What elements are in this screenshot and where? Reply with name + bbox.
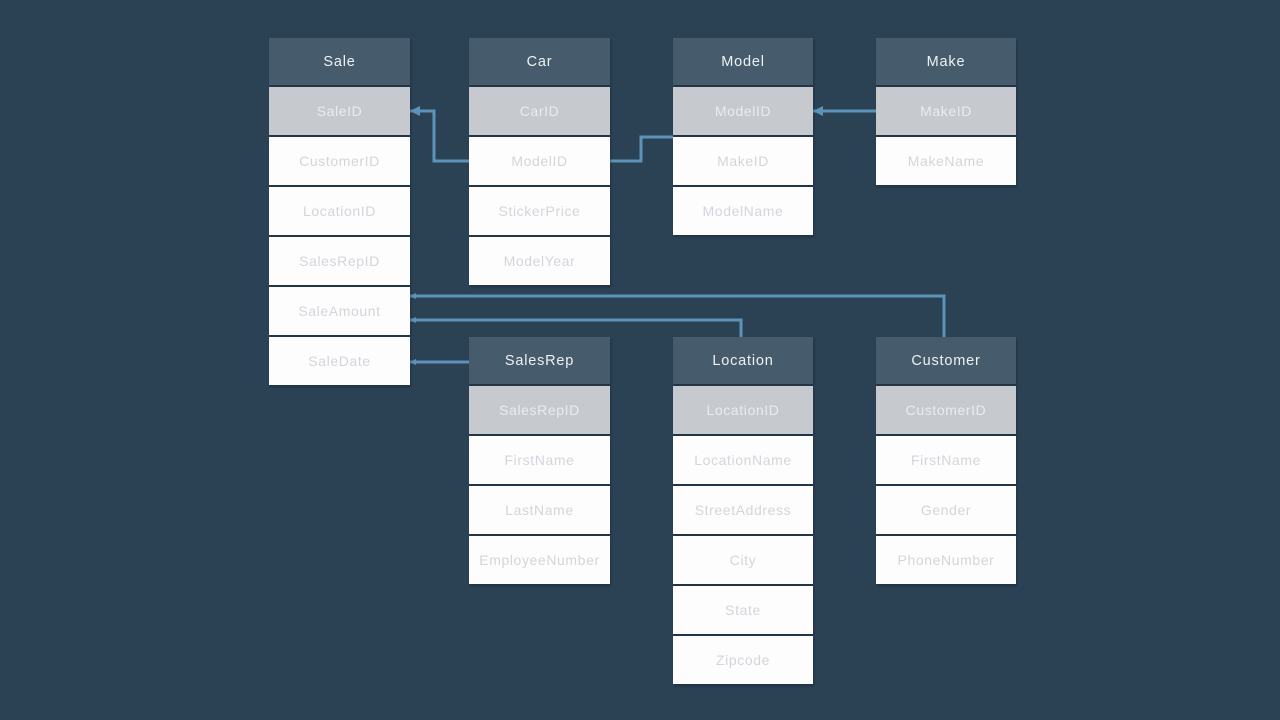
table-title: SalesRep bbox=[469, 337, 610, 384]
arrowhead-model-modelid-to-make-makeid bbox=[813, 106, 823, 116]
field-row: ModelID bbox=[469, 137, 610, 185]
field-row: PhoneNumber bbox=[876, 536, 1016, 584]
primary-key-row: CustomerID bbox=[876, 386, 1016, 434]
field-row: State bbox=[673, 586, 813, 634]
field-row: StickerPrice bbox=[469, 187, 610, 235]
connector-sale-to-customer bbox=[410, 294, 946, 337]
connector-sale-saleid-to-car-modelid bbox=[410, 109, 469, 163]
field-row: LastName bbox=[469, 486, 610, 534]
field-row: Zipcode bbox=[673, 636, 813, 684]
field-row: ModelName bbox=[673, 187, 813, 235]
field-row: FirstName bbox=[469, 436, 610, 484]
table-title: Make bbox=[876, 38, 1016, 85]
table-title: Sale bbox=[269, 38, 410, 85]
field-row: SalesRepID bbox=[269, 237, 410, 285]
field-row: Gender bbox=[876, 486, 1016, 534]
field-row: EmployeeNumber bbox=[469, 536, 610, 584]
field-row: CustomerID bbox=[269, 137, 410, 185]
primary-key-row: MakeID bbox=[876, 87, 1016, 135]
arrowhead-sale-to-location bbox=[410, 317, 416, 323]
arrowhead-sale-saleid-to-car-modelid bbox=[410, 106, 420, 116]
field-row: MakeID bbox=[673, 137, 813, 185]
primary-key-row: CarID bbox=[469, 87, 610, 135]
field-row: ModelYear bbox=[469, 237, 610, 285]
connector-car-modelid-to-model bbox=[610, 135, 673, 163]
primary-key-row: ModelID bbox=[673, 87, 813, 135]
connector-sale-to-location bbox=[410, 318, 743, 337]
arrowhead-sale-to-customer bbox=[410, 293, 416, 299]
arrowhead-sale-saledate-to-salesrep bbox=[410, 359, 416, 365]
table-title: Car bbox=[469, 38, 610, 85]
table-title: Location bbox=[673, 337, 813, 384]
field-row: MakeName bbox=[876, 137, 1016, 185]
field-row: SaleDate bbox=[269, 337, 410, 385]
field-row: SaleAmount bbox=[269, 287, 410, 335]
field-row: StreetAddress bbox=[673, 486, 813, 534]
primary-key-row: SalesRepID bbox=[469, 386, 610, 434]
table-title: Customer bbox=[876, 337, 1016, 384]
primary-key-row: SaleID bbox=[269, 87, 410, 135]
field-row: LocationName bbox=[673, 436, 813, 484]
field-row: FirstName bbox=[876, 436, 1016, 484]
primary-key-row: LocationID bbox=[673, 386, 813, 434]
table-title: Model bbox=[673, 38, 813, 85]
field-row: City bbox=[673, 536, 813, 584]
field-row: LocationID bbox=[269, 187, 410, 235]
